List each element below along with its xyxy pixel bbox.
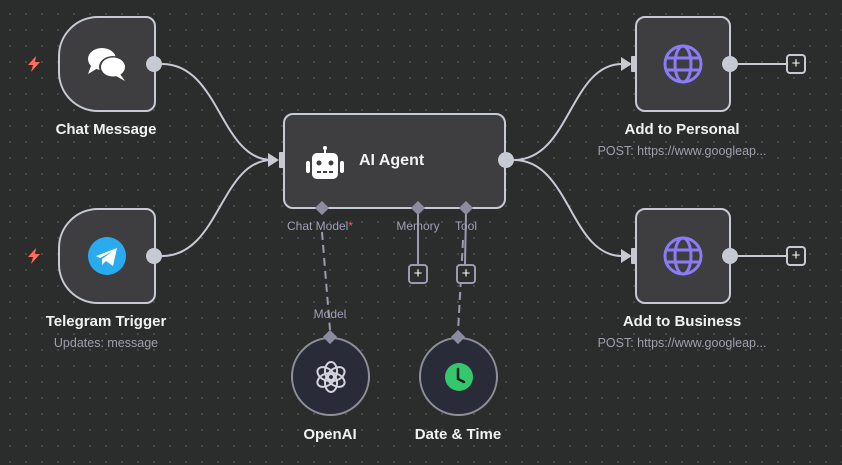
edge-arrow-agent <box>268 153 279 167</box>
add-memory-button[interactable]: + <box>408 264 428 284</box>
openai-title: OpenAI <box>303 426 357 443</box>
date-time-title: Date & Time <box>414 426 502 443</box>
openai-model-port-label: Model <box>313 307 347 321</box>
memory-port-label: Memory <box>396 219 440 233</box>
edge-agent-to-personal[interactable] <box>513 63 623 161</box>
personal-output-handle[interactable] <box>722 56 738 72</box>
agent-output-handle[interactable] <box>498 152 514 168</box>
node-telegram-trigger[interactable] <box>58 208 156 304</box>
telegram-icon <box>87 236 127 276</box>
telegram-trigger-subtitle: Updates: message <box>53 336 159 350</box>
chat-bubbles-icon <box>82 40 132 88</box>
telegram-trigger-title: Telegram Trigger <box>45 313 167 330</box>
chat-message-output-handle[interactable] <box>146 56 162 72</box>
business-output-handle[interactable] <box>722 248 738 264</box>
node-date-time[interactable] <box>419 337 498 416</box>
trigger-bolt-icon <box>28 56 40 72</box>
node-ai-agent[interactable]: AI Agent <box>283 113 506 209</box>
edge-tool-stub <box>464 212 467 265</box>
node-add-to-personal[interactable] <box>635 16 731 112</box>
add-to-business-subtitle: POST: https://www.googleap... <box>597 336 767 350</box>
tool-port-label: Tool <box>454 219 478 233</box>
edge-arrow-personal <box>621 57 632 71</box>
edge-arrow-business <box>621 249 632 263</box>
add-after-personal-button[interactable]: + <box>786 54 806 74</box>
robot-icon <box>303 143 347 183</box>
add-to-business-title: Add to Business <box>622 313 742 330</box>
node-openai[interactable] <box>291 337 370 416</box>
trigger-bolt-icon <box>28 248 40 264</box>
clock-icon <box>439 357 479 397</box>
chat-model-port-label: Chat Model* <box>287 219 353 233</box>
chat-message-title: Chat Message <box>55 121 157 138</box>
edge-model-dashed[interactable] <box>321 231 331 331</box>
edge-agent-to-business[interactable] <box>513 159 623 257</box>
openai-icon <box>311 357 351 397</box>
node-add-to-business[interactable] <box>635 208 731 304</box>
add-to-personal-subtitle: POST: https://www.googleap... <box>597 144 767 158</box>
globe-icon <box>661 234 705 278</box>
add-after-business-button[interactable]: + <box>786 246 806 266</box>
telegram-output-handle[interactable] <box>146 248 162 264</box>
edge-tool-dashed[interactable] <box>457 239 464 333</box>
edge-telegram-to-agent[interactable] <box>161 159 273 257</box>
globe-icon <box>661 42 705 86</box>
chat-model-label-text: Chat Model <box>286 219 349 233</box>
edge-chat-to-agent[interactable] <box>161 63 273 161</box>
add-to-personal-title: Add to Personal <box>624 121 740 138</box>
add-tool-button[interactable]: + <box>456 264 476 284</box>
ai-agent-title: AI Agent <box>359 152 425 169</box>
node-chat-message[interactable] <box>58 16 156 112</box>
required-asterisk: * <box>348 219 354 233</box>
